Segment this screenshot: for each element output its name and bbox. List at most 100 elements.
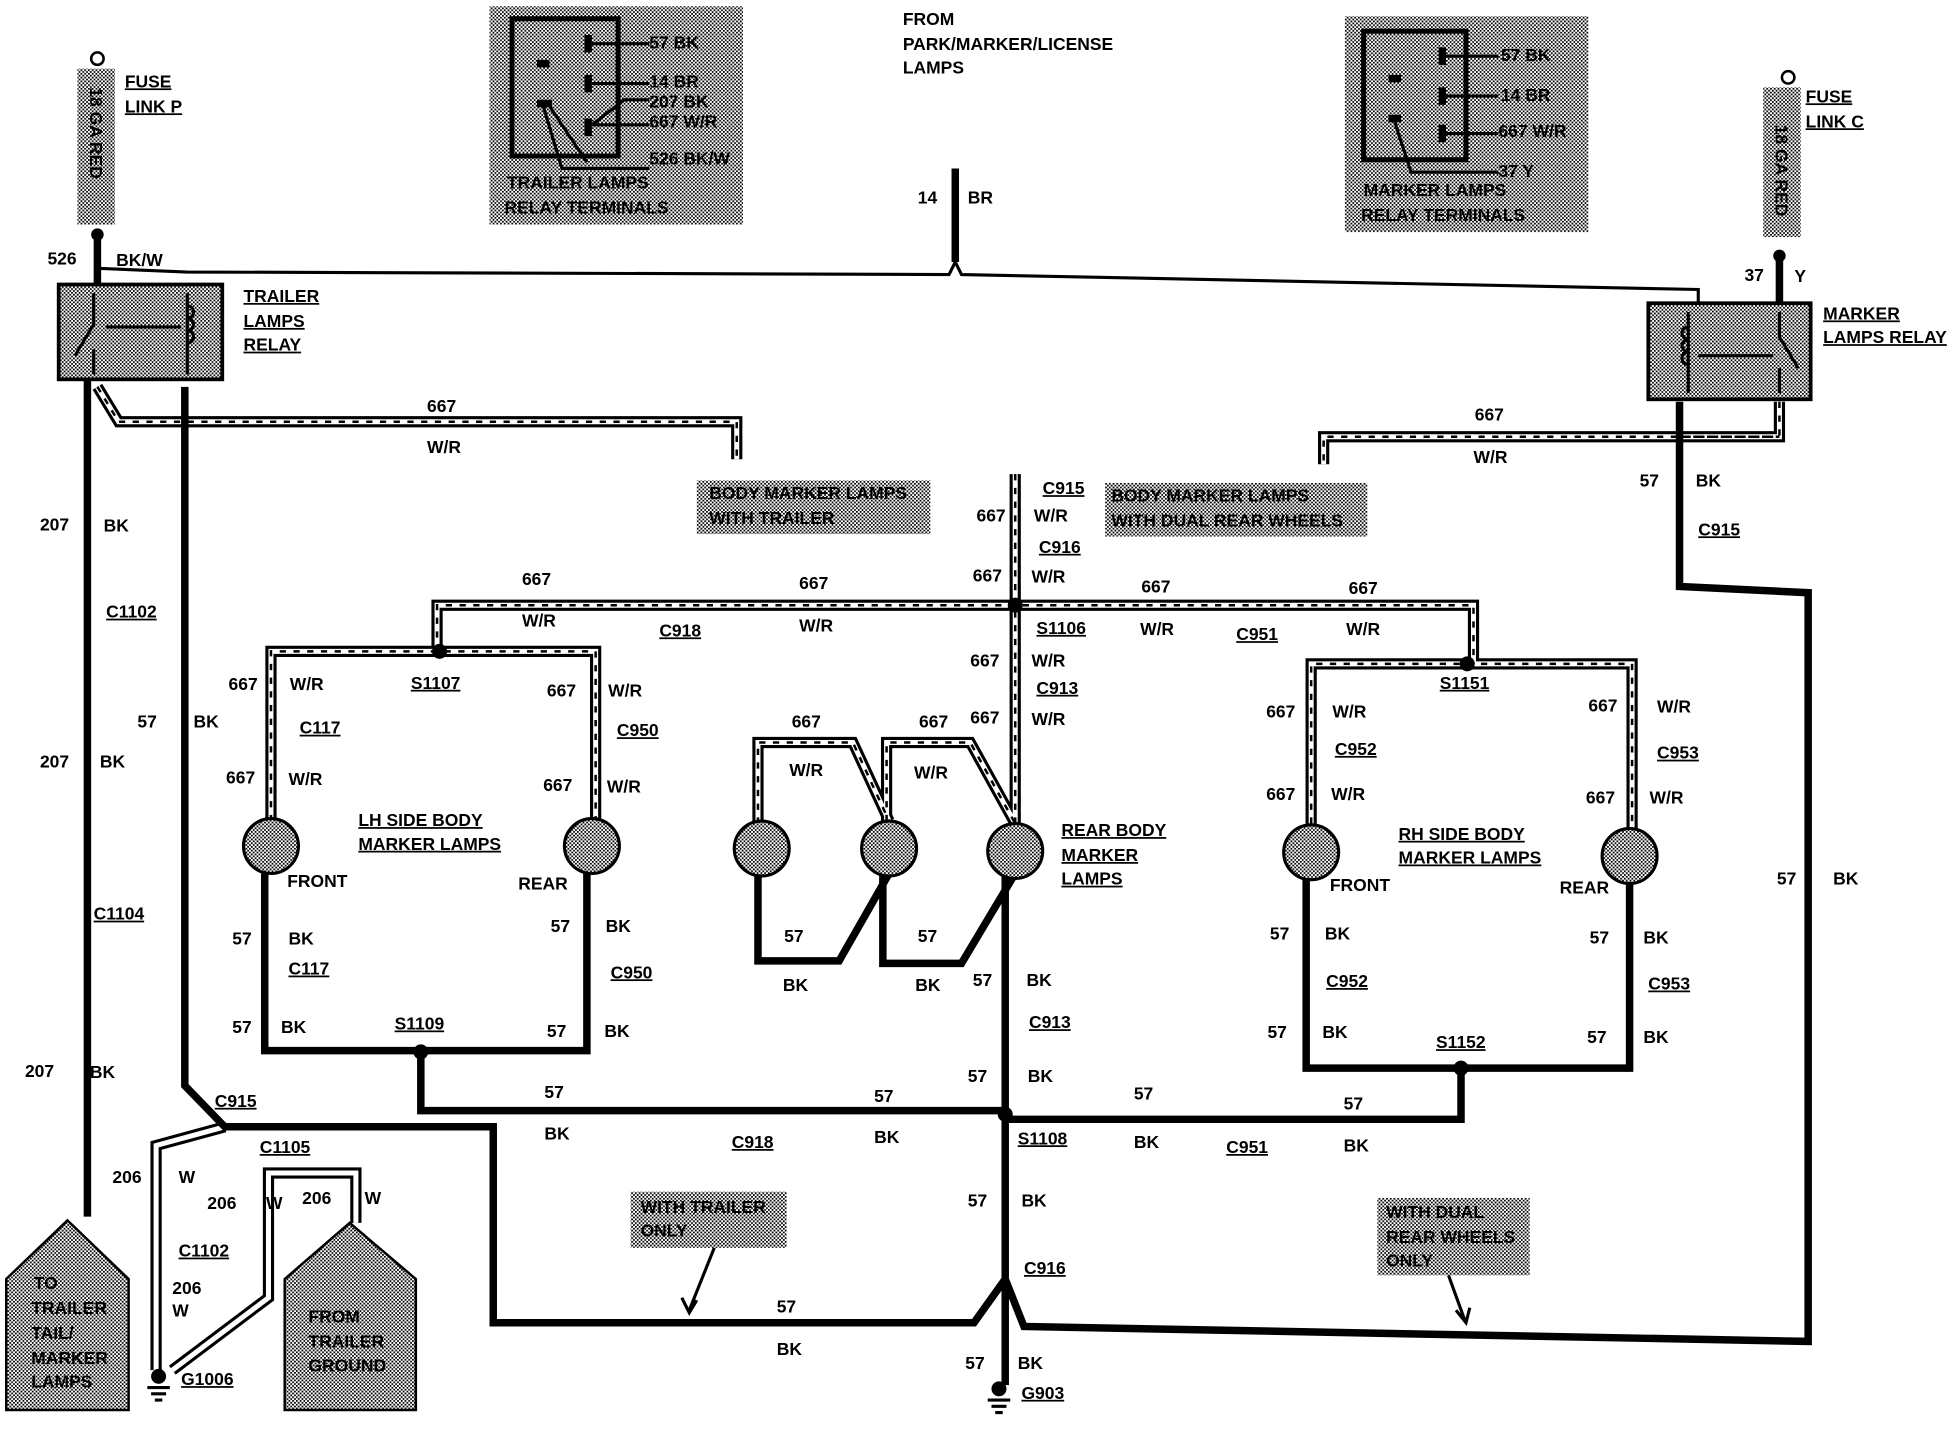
component-label: LAMPS (31, 1372, 92, 1392)
wire-label: BK (1833, 869, 1859, 889)
wire-label: 207 (40, 514, 69, 534)
connector-label: C952 (1326, 971, 1368, 991)
source-label: FROM (903, 9, 954, 29)
fuse-wire-label: 18 GA RED (1772, 125, 1792, 217)
ground-icon (987, 1381, 1011, 1415)
wire-label: 57 (968, 1066, 987, 1086)
wire-label: BK (783, 975, 809, 995)
connector-label: C950 (611, 962, 653, 982)
wire-label: W (365, 1188, 382, 1208)
wire-label: W/R (1031, 650, 1065, 670)
component-label: TO (34, 1273, 58, 1293)
connector-label: S1152 (1436, 1032, 1486, 1052)
wire-label: 667 (543, 775, 572, 795)
trailer-relay-terminals-inset: 57 BK 14 BR 207 BK 667 W/R 526 BK/W TRAI… (489, 6, 743, 225)
connector-label: C913 (1029, 1012, 1071, 1032)
wire-label: 207 (25, 1061, 54, 1081)
component-label: LH SIDE BODY (358, 810, 483, 830)
connector-label: C1104 (94, 904, 145, 924)
component-label: LAMPS RELAY (1823, 327, 1947, 347)
wire-label: 206 (172, 1278, 201, 1298)
connector-label: C916 (1039, 537, 1081, 557)
marker-lamp-bulbs (241, 817, 1659, 886)
component-label: MARKER (31, 1348, 108, 1368)
component-label: TRAILER (244, 286, 320, 306)
fuse-link-p: 18 GA RED FUSE LINK P (77, 51, 183, 225)
terminal-wire: 57 BK (1501, 45, 1551, 65)
callout-text: WITH TRAILER (641, 1197, 767, 1217)
wire-label: 667 (973, 565, 1002, 585)
inset-caption: MARKER LAMPS (1364, 180, 1507, 200)
connector-label: C913 (1036, 678, 1078, 698)
component-label: FRONT (1330, 875, 1391, 895)
wire-label: W/R (1140, 619, 1174, 639)
callout-with-dual-rear-wheels-only: WITH DUAL REAR WHEELS ONLY (1377, 1197, 1530, 1327)
connector-label: S1108 (1018, 1128, 1068, 1148)
wire-label: BR (968, 187, 994, 207)
component-label: GROUND (308, 1355, 386, 1375)
connector-label: C953 (1657, 743, 1699, 763)
source-label: LAMPS (903, 58, 964, 78)
wire-label: BK/W (116, 250, 163, 270)
wire-label: BK (1018, 1353, 1044, 1373)
wire-label: 57 (968, 1191, 987, 1211)
connector-label: C918 (732, 1132, 774, 1152)
wire-label: BK (1134, 1132, 1160, 1152)
wire-label: 57 (1344, 1093, 1363, 1113)
callout-body-marker-with-trailer: BODY MARKER LAMPS WITH TRAILER (696, 480, 931, 535)
connector-label: G903 (1021, 1383, 1064, 1403)
wire-label: 667 (970, 650, 999, 670)
wire-label: Y (1794, 266, 1806, 286)
callout-text: ONLY (641, 1221, 688, 1241)
wire-label: W/R (789, 760, 823, 780)
wire-label: 57 (232, 929, 251, 949)
callout-body-marker-dual-rear: BODY MARKER LAMPS WITH DUAL REAR WHEELS (1105, 482, 1368, 537)
wire-label: W/R (1332, 702, 1366, 722)
component-label: REAR (1560, 877, 1610, 897)
connector-label: S1151 (1440, 673, 1490, 693)
wire-label: BK (604, 1021, 630, 1041)
wire-label: BK (1344, 1136, 1370, 1156)
callout-text: BODY MARKER LAMPS (1111, 486, 1309, 506)
marker-relay-terminals-inset: 57 BK 14 BR 667 W/R 37 Y MARKER LAMPS RE… (1344, 16, 1589, 233)
connector-label: C918 (659, 620, 701, 640)
power-bus-wire (97, 258, 1700, 304)
wire-label: W/R (799, 615, 833, 635)
wire-label: BK (104, 516, 130, 536)
component-label: LAMPS (244, 311, 305, 331)
fuse-wire-label: 18 GA RED (86, 87, 106, 179)
wire-label: 57 (784, 926, 803, 946)
connector-label: C951 (1226, 1137, 1268, 1157)
wire-label: 667 (1266, 784, 1295, 804)
terminal-wire: 57 BK (649, 33, 699, 53)
wire-label: 667 (1586, 788, 1615, 808)
component-label: REAR (518, 874, 568, 894)
terminal-wire: 667 W/R (649, 111, 717, 131)
wire-label: W/R (914, 763, 948, 783)
wire-label: 57 (1777, 869, 1796, 889)
wire-label: 667 (977, 506, 1006, 526)
wire-label: 667 (799, 573, 828, 593)
wire-label: BK (1322, 1022, 1348, 1042)
wire-label: BK (1643, 927, 1669, 947)
wire-label: 57 (1270, 924, 1289, 944)
wire-label: W/R (427, 437, 461, 457)
wire-label: 667 (1475, 405, 1504, 425)
terminal-wire: 14 BR (649, 71, 699, 91)
wire-label: 57 (1267, 1022, 1286, 1042)
wire-label: W/R (1473, 447, 1507, 467)
connector-label: C915 (1698, 519, 1740, 539)
marker-lamps-relay: MARKER LAMPS RELAY (1646, 301, 1947, 402)
connector-label: C952 (1335, 739, 1377, 759)
fuse-label: LINK P (125, 96, 183, 116)
source-label: PARK/MARKER/LICENSE (903, 34, 1113, 54)
wire-label: 57 (137, 711, 156, 731)
wire-label: 57 (551, 916, 570, 936)
wire-label: 667 (1141, 577, 1170, 597)
component-label: TRAILER (31, 1298, 107, 1318)
connector-label: C915 (215, 1091, 257, 1111)
component-label: MARKER LAMPS (358, 834, 501, 854)
callout-text: REAR WHEELS (1386, 1227, 1515, 1247)
wire-label: W/R (1031, 709, 1065, 729)
